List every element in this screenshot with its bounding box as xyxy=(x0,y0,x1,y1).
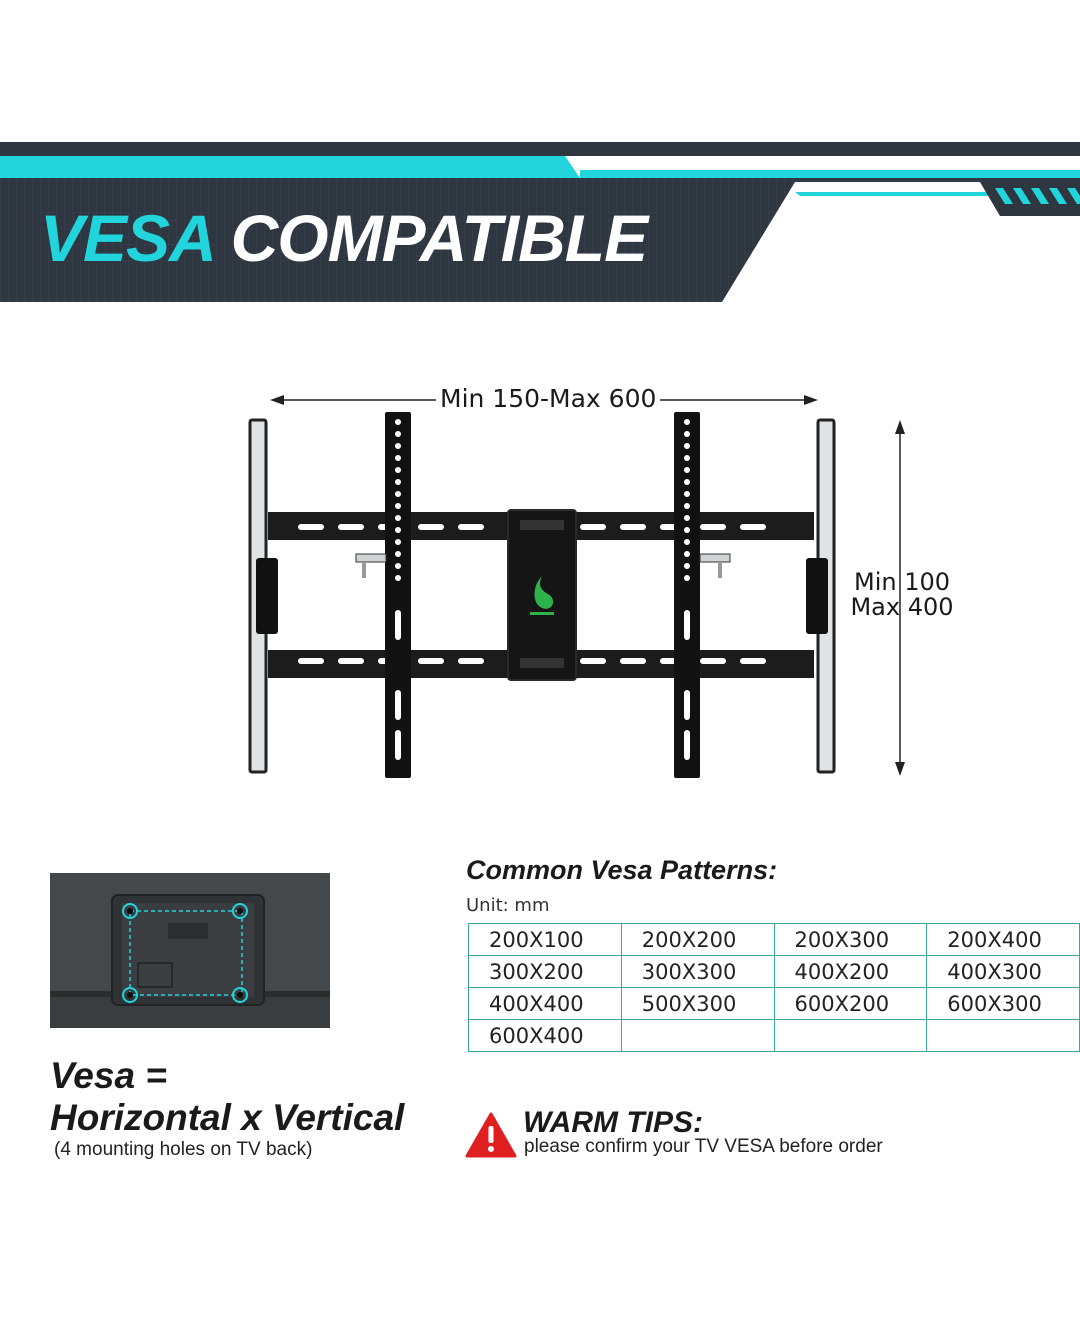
tv-mount-illustration xyxy=(248,395,905,778)
mounting-holes xyxy=(122,903,248,1003)
vertical-dimension-label: Min 100 Max 400 xyxy=(846,570,958,620)
table-cell xyxy=(926,1019,1080,1052)
vesa-note: (4 mounting holes on TV back) xyxy=(54,1139,313,1160)
banner-title: VESA COMPATIBLE xyxy=(40,205,648,271)
vesa-pattern-table: 200X100 200X200 200X300 200X400 300X200 … xyxy=(468,923,1080,1052)
table-cell: 200X100 xyxy=(468,923,622,956)
table-cell: 600X200 xyxy=(773,987,928,1020)
table-cell xyxy=(773,1019,928,1052)
vesa-definition: Vesa = Horizontal x Vertical xyxy=(50,1055,404,1139)
warning-icon xyxy=(465,1112,517,1158)
tv-back-image xyxy=(50,873,330,1028)
vertical-min-label: Min 100 xyxy=(853,568,951,596)
table-row: 400X400 500X300 600X200 600X300 xyxy=(468,987,1080,1020)
table-cell: 300X200 xyxy=(468,955,622,988)
table-cell: 500X300 xyxy=(620,987,775,1020)
vesa-definition-line1: Vesa = xyxy=(50,1055,167,1096)
table-cell: 200X400 xyxy=(926,923,1080,956)
table-cell: 300X300 xyxy=(620,955,775,988)
table-cell: 400X400 xyxy=(468,987,622,1020)
logo-icon xyxy=(530,576,554,615)
table-cell: 200X300 xyxy=(773,923,928,956)
table-cell: 200X200 xyxy=(620,923,775,956)
warm-tips-text: please confirm your TV VESA before order xyxy=(524,1136,883,1157)
table-row: 200X100 200X200 200X300 200X400 xyxy=(468,923,1080,956)
warm-tips-title: WARM TIPS: xyxy=(523,1106,703,1139)
table-cell xyxy=(620,1019,775,1052)
vertical-max-label: Max 400 xyxy=(850,593,954,621)
vesa-definition-line2: Horizontal x Vertical xyxy=(50,1097,405,1138)
banner-title-accent: VESA xyxy=(40,201,214,275)
patterns-title: Common Vesa Patterns: xyxy=(466,855,778,885)
horizontal-dimension-label: Min 150-Max 600 xyxy=(436,384,661,413)
table-row: 300X200 300X300 400X200 400X300 xyxy=(468,955,1080,988)
table-cell: 400X300 xyxy=(926,955,1080,988)
table-cell: 400X200 xyxy=(773,955,928,988)
banner-title-rest: COMPATIBLE xyxy=(230,201,649,275)
table-cell: 600X400 xyxy=(468,1019,622,1052)
table-cell: 600X300 xyxy=(926,987,1080,1020)
table-row: 600X400 xyxy=(468,1019,1080,1052)
banner xyxy=(0,142,1080,302)
unit-label: Unit: mm xyxy=(466,895,550,916)
stripes-decoration xyxy=(995,188,1080,204)
